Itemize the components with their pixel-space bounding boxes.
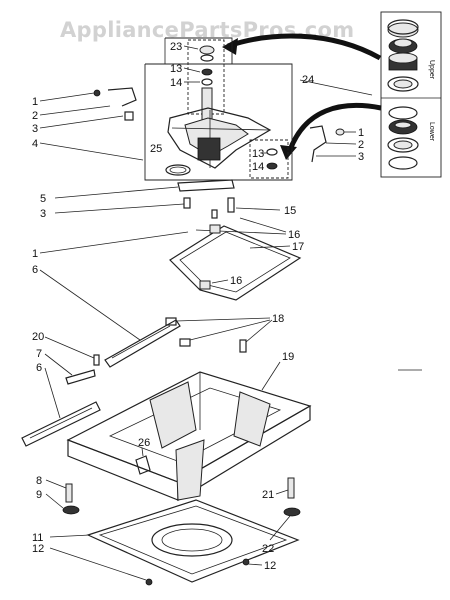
base-frame-19 — [66, 361, 312, 502]
drip-tray-17 — [39, 217, 302, 301]
callout-14: 14 — [170, 77, 182, 89]
callout-13: 13 — [170, 63, 182, 75]
callout-24: 24 — [302, 74, 314, 86]
callout-3-mid: 3 — [40, 208, 46, 220]
callout-7: 7 — [36, 348, 42, 360]
callout-1: 1 — [32, 96, 38, 108]
callout-22: 22 — [262, 543, 274, 555]
callout-26: 26 — [138, 437, 150, 449]
callout-16: 16 — [288, 229, 300, 241]
bearing-inset: Upper Lower — [380, 11, 442, 178]
gasket-ring — [165, 164, 191, 176]
upper-arrowhead — [222, 38, 238, 55]
callout-12-right: 12 — [264, 560, 276, 572]
callout-19: 19 — [282, 351, 294, 363]
gear-case — [167, 107, 272, 169]
callout-1-right: 1 — [358, 127, 364, 139]
callout-16-lower: 16 — [230, 275, 242, 287]
callout-3-right: 3 — [358, 151, 364, 163]
callout-6-lower: 6 — [36, 362, 42, 374]
lower-bearing-stack: Lower — [387, 106, 435, 170]
lower-arrowhead — [280, 145, 297, 160]
callout-2-right: 2 — [358, 139, 364, 151]
base-pan-11 — [49, 499, 300, 583]
callout-1-mid: 1 — [32, 248, 38, 260]
right-bracket — [309, 125, 357, 163]
callout-21: 21 — [262, 489, 274, 501]
callout-6: 6 — [32, 264, 38, 276]
callout-15: 15 — [284, 205, 296, 217]
callout-11: 11 — [32, 532, 43, 544]
upper-arrow — [227, 33, 382, 61]
screws-12 — [49, 547, 263, 586]
leveling-feet — [45, 477, 301, 541]
callout-18: 18 — [272, 313, 284, 325]
left-bracket-top — [39, 87, 144, 161]
lower-arrow — [287, 102, 382, 151]
callout-9: 9 — [36, 489, 42, 501]
callout-5: 5 — [40, 193, 46, 205]
left-small-parts — [21, 336, 101, 447]
callout-8: 8 — [36, 475, 42, 487]
callout-2: 2 — [32, 110, 38, 122]
callout-17: 17 — [292, 241, 304, 253]
callout-13-right: 13 — [252, 148, 264, 160]
upper-label: Upper — [428, 60, 435, 80]
bracket-5 — [54, 179, 281, 219]
rail-top — [39, 269, 273, 368]
lower-label: Lower — [428, 122, 435, 142]
callout-numbers: 1 2 3 4 25 23 13 14 24 1 2 3 13 14 5 3 1… — [32, 41, 364, 572]
upper-bearing-stack: Upper — [387, 19, 435, 92]
callout-23: 23 — [170, 41, 182, 53]
bearing-inset-frame — [380, 11, 442, 178]
callout-20: 20 — [32, 331, 44, 343]
mechanism-assembly — [144, 37, 293, 181]
callout-25: 25 — [150, 143, 162, 155]
callout-12: 12 — [32, 543, 44, 555]
callout-3: 3 — [32, 123, 38, 135]
callout-14-right: 14 — [252, 161, 264, 173]
callout-4: 4 — [32, 138, 38, 150]
